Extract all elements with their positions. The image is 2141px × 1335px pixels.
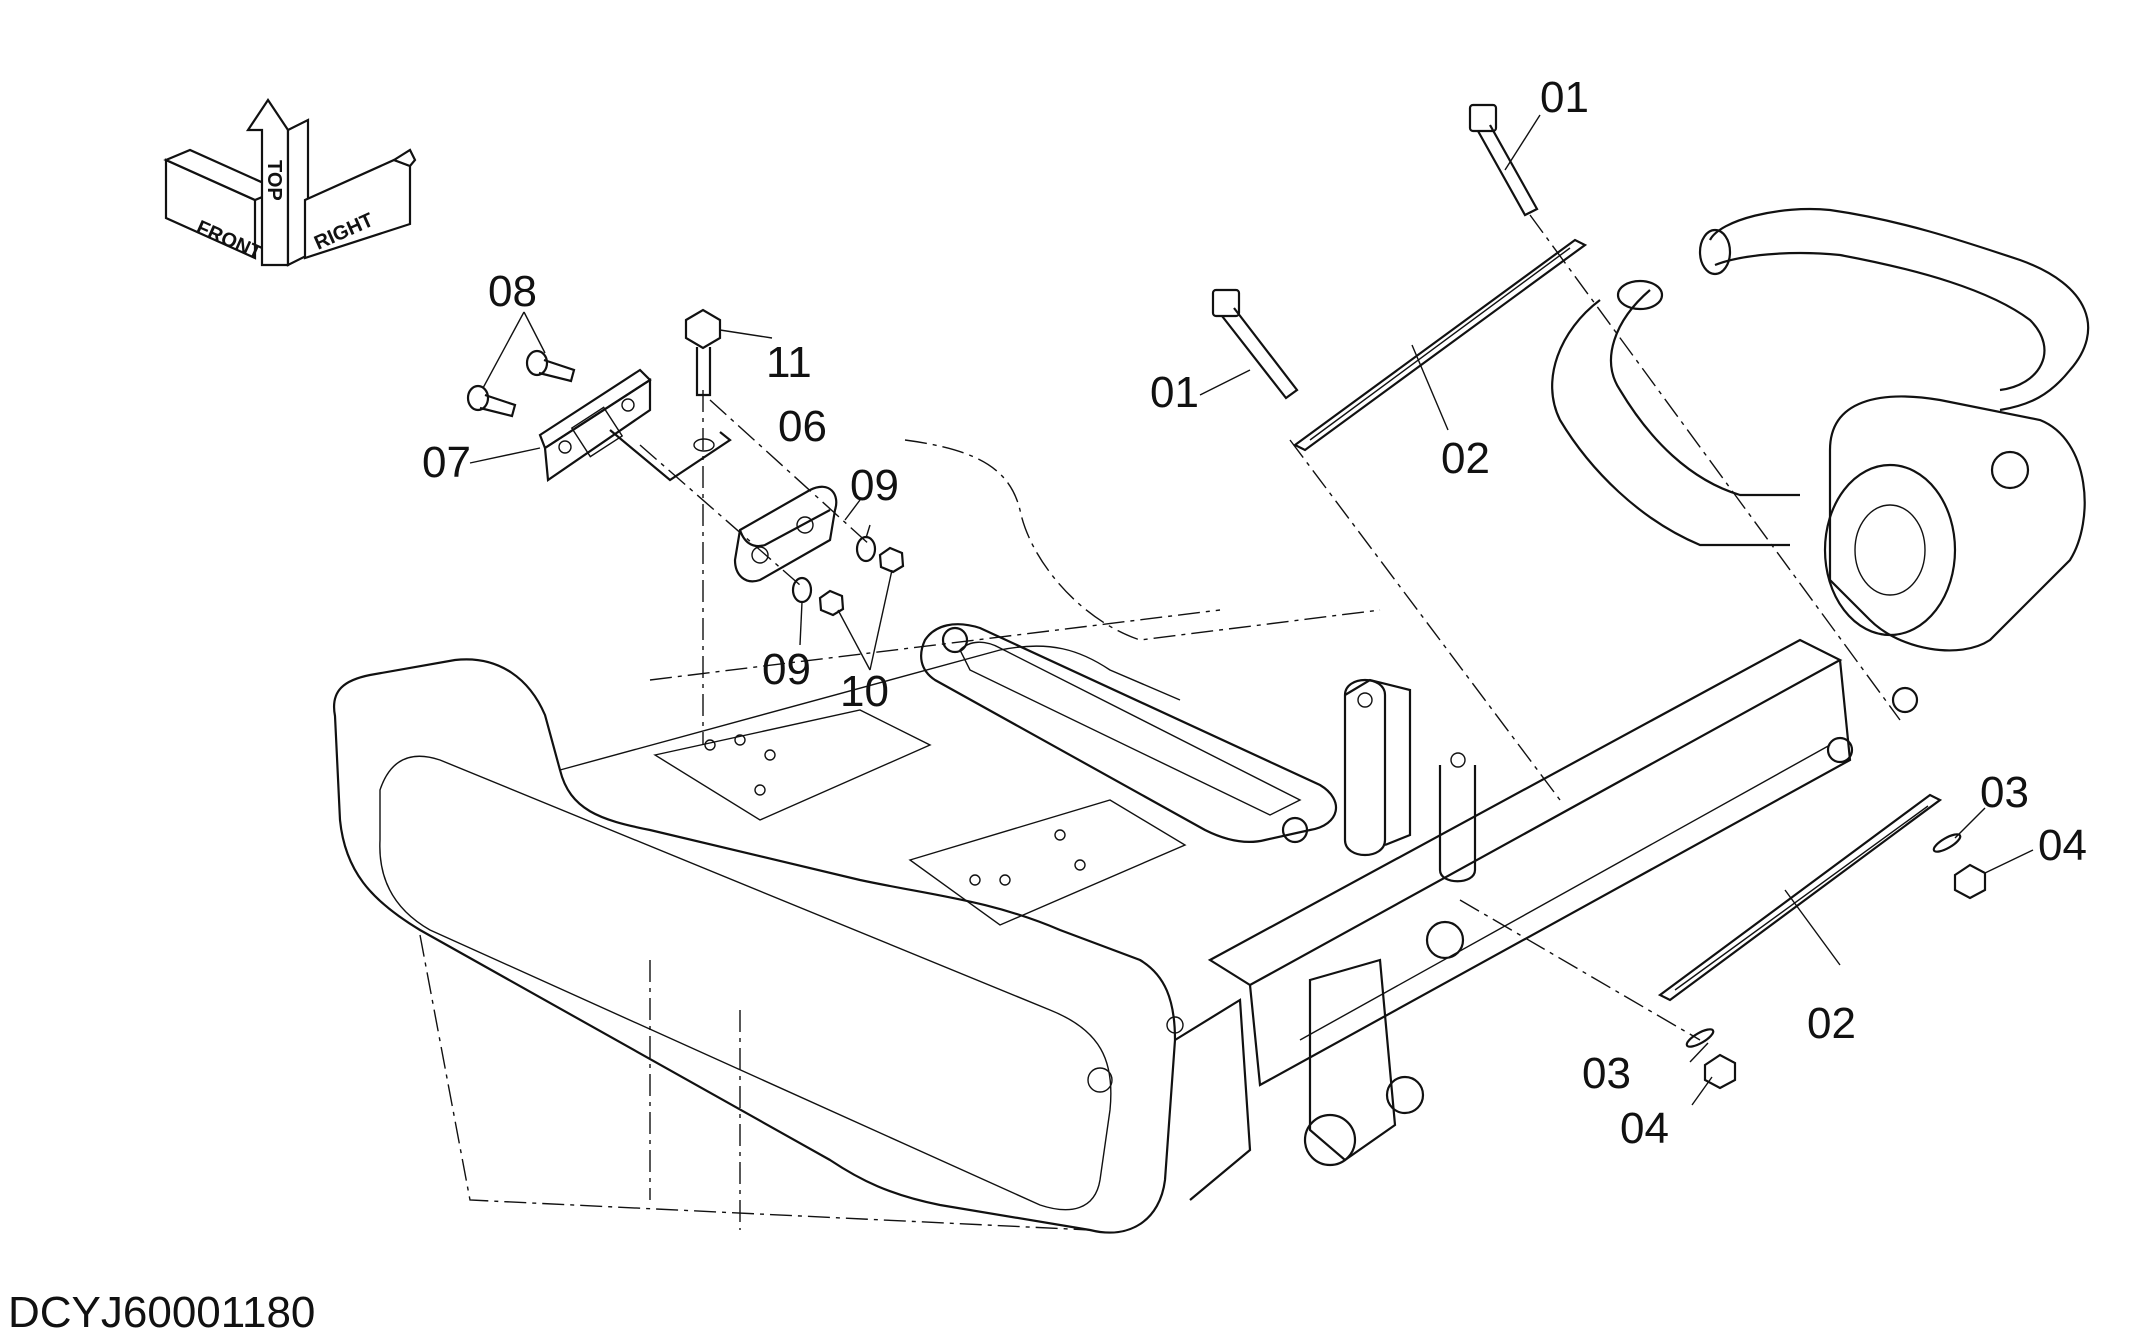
callout-02-lower: 02 [1807, 999, 1856, 1048]
top-label: TOP [263, 160, 285, 201]
assembly-centerlines [639, 214, 1901, 1041]
slide-rail [1087, 638, 1919, 1167]
washer-03-right [1932, 833, 1962, 853]
callout-03-right: 03 [1980, 768, 2029, 817]
strip-02-lower [1657, 793, 1943, 1002]
callout-02-upper: 02 [1441, 434, 1490, 483]
bolt-11 [684, 308, 722, 397]
handle-assembly [1551, 207, 2090, 652]
callout-10: 10 [840, 667, 889, 716]
callout-09-lower: 09 [762, 645, 811, 694]
callout-04-lower: 04 [1620, 1104, 1669, 1153]
seat-slot [920, 623, 1338, 844]
seat-frame-body [332, 439, 1381, 1234]
nuts-10 [818, 546, 905, 617]
orientation-indicator: FRONT TOP RIGHT [163, 98, 417, 267]
nut-04-right [1953, 863, 1987, 900]
center-mounting-plate [908, 799, 1187, 926]
callout-04-right: 04 [2038, 821, 2087, 870]
screws-08 [466, 349, 576, 418]
washer-03-lower [1685, 1028, 1715, 1048]
document-id: DCYJ60001180 [8, 1288, 315, 1335]
upright-posts [1343, 678, 1477, 883]
callout-labels: 01 01 02 02 03 03 04 04 06 07 08 09 09 1… [422, 73, 2087, 1153]
leader-lines [469, 114, 2034, 1106]
bolt-01-upper [1468, 103, 1539, 217]
left-mounting-plate [653, 709, 932, 821]
callout-03-lower: 03 [1582, 1049, 1631, 1098]
callout-07: 07 [422, 438, 471, 487]
callout-09-upper: 09 [850, 461, 899, 510]
nut-04-lower [1703, 1053, 1737, 1090]
right-arrow: RIGHT [303, 148, 417, 260]
callout-08: 08 [488, 267, 537, 316]
strip-02-upper [1292, 238, 1588, 452]
bolt-01-lower [1211, 288, 1299, 400]
spacer-06 [733, 485, 838, 583]
bracket-07 [538, 368, 732, 482]
callout-01-upper: 01 [1540, 73, 1589, 122]
callout-11: 11 [766, 338, 812, 387]
front-arrow: FRONT [163, 148, 282, 265]
callout-01-lower: 01 [1150, 368, 1199, 417]
callout-06: 06 [778, 402, 827, 451]
